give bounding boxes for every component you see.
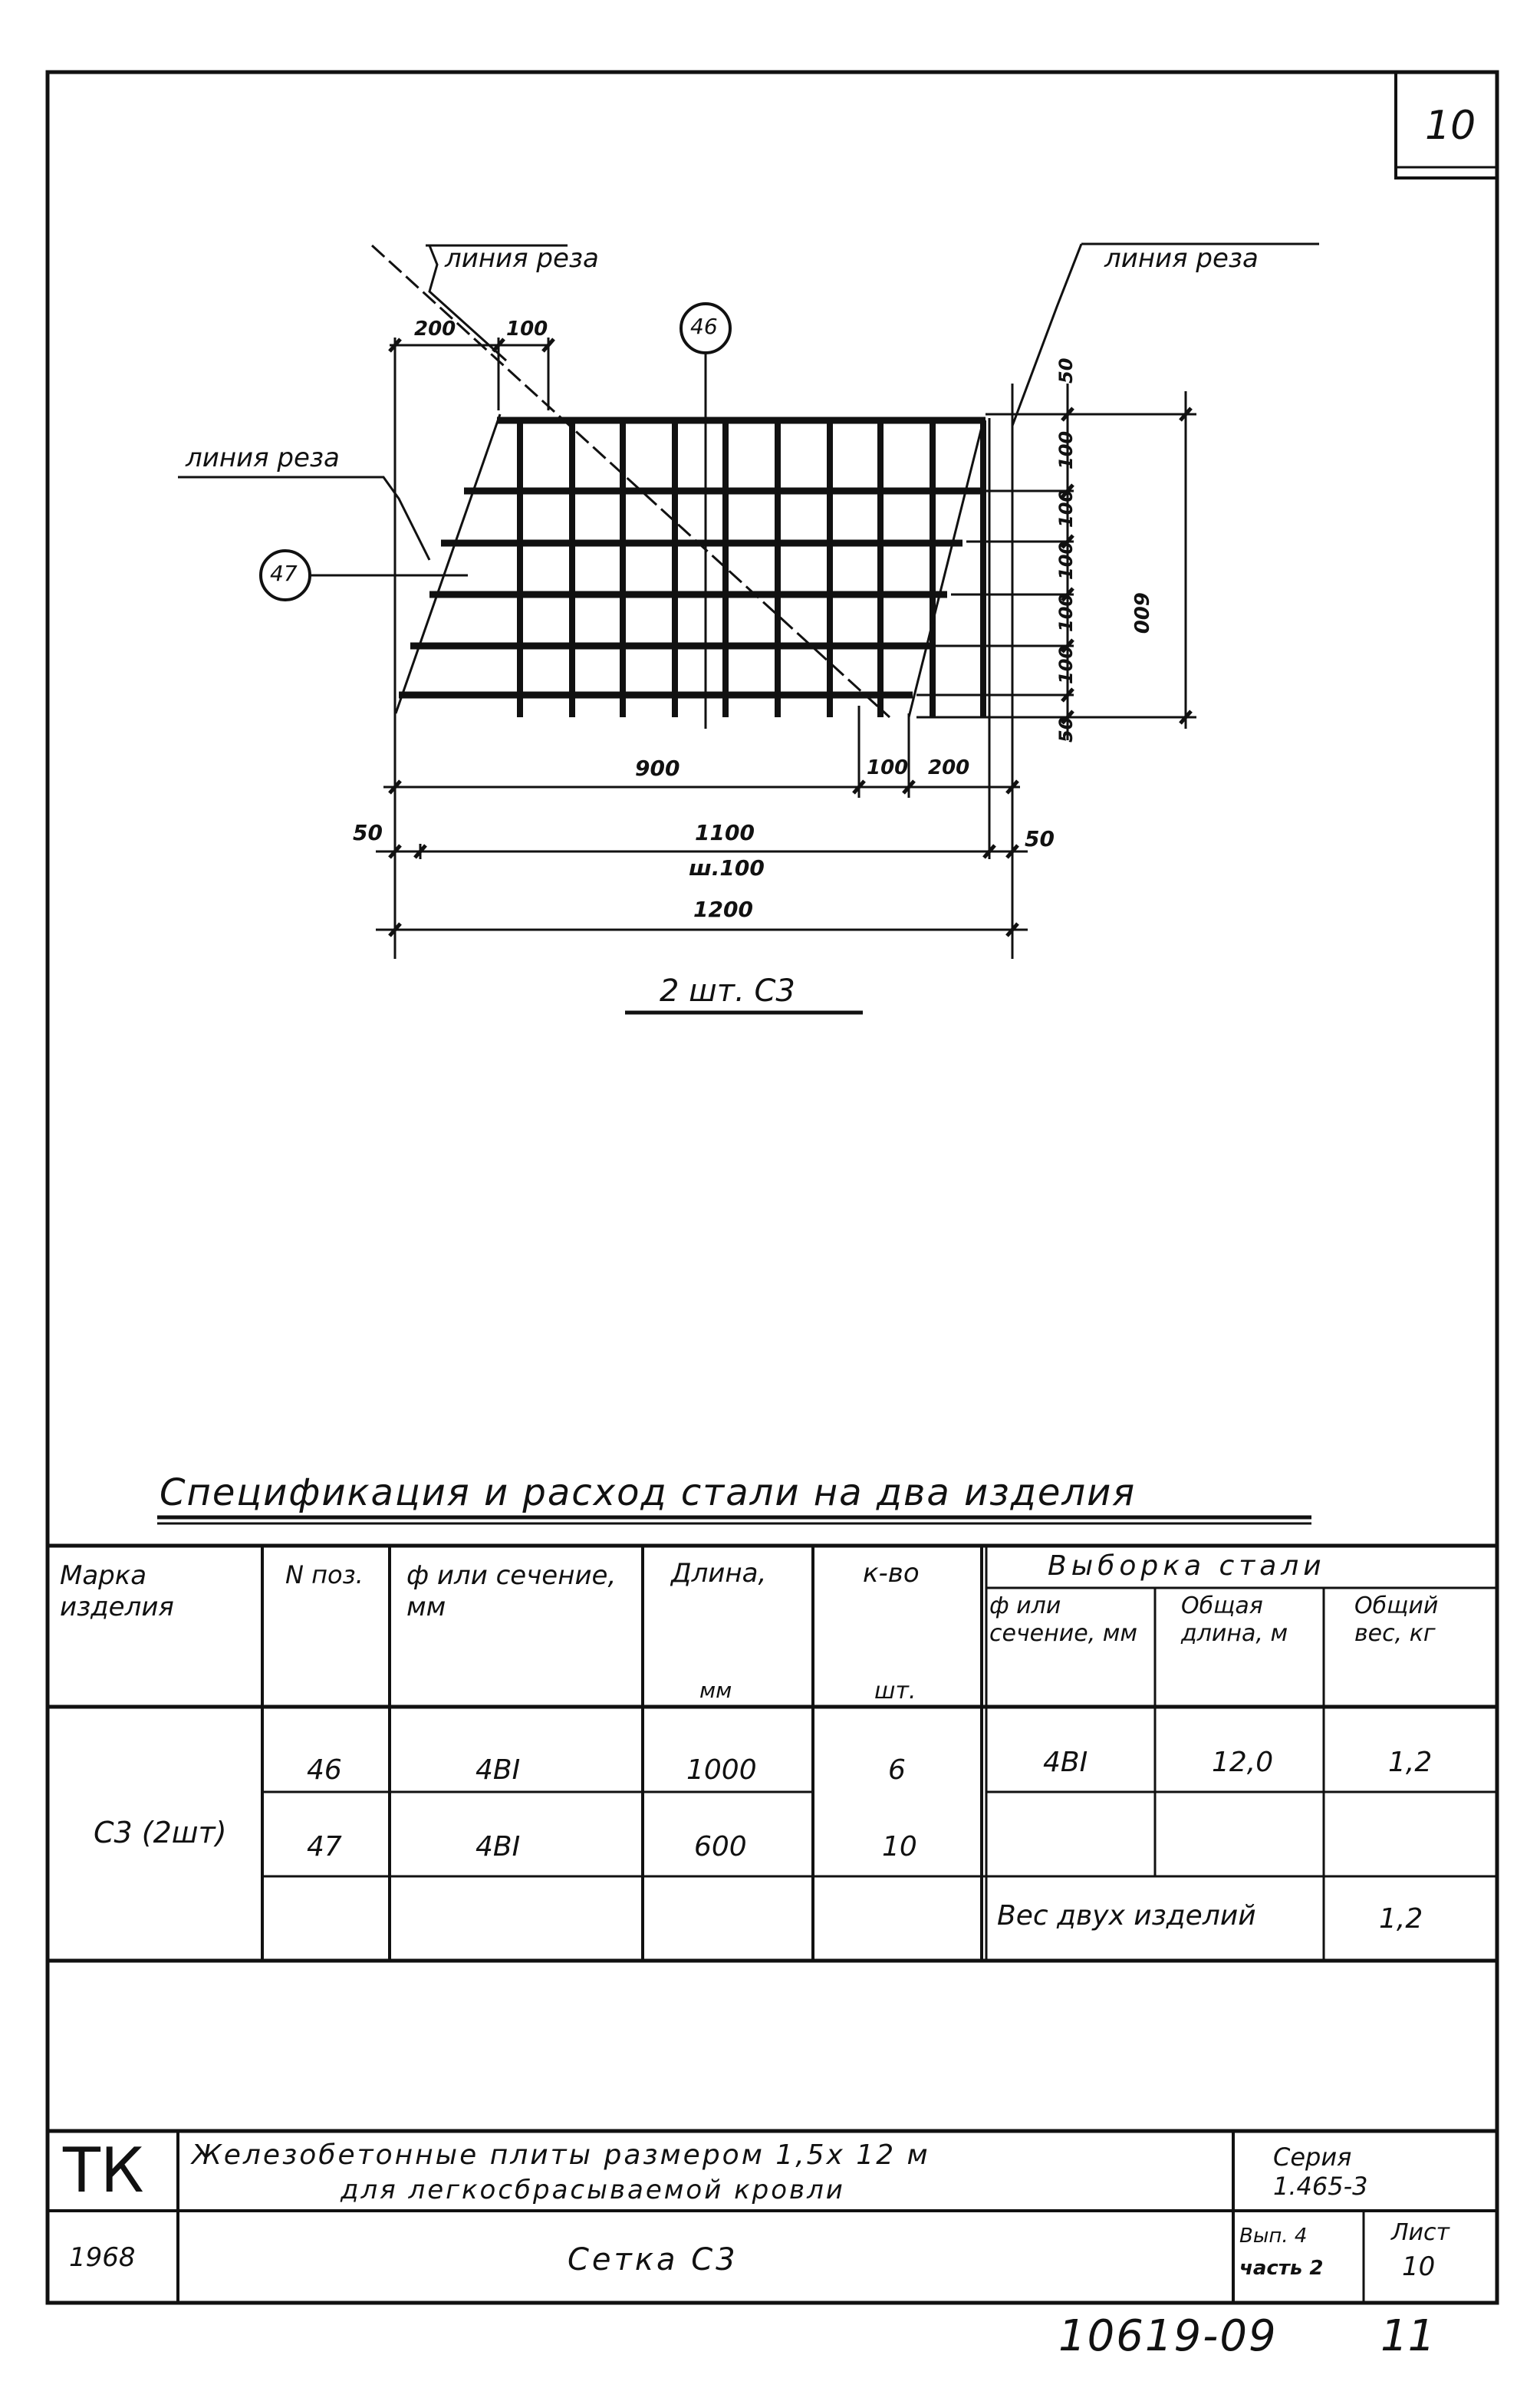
dimension-label: 100: [867, 756, 909, 779]
callout-46: 46: [690, 314, 718, 339]
header-pos: N поз.: [285, 1560, 364, 1589]
row-qty: 10: [882, 1831, 917, 1863]
selection-phi: 4ВI: [1043, 1747, 1088, 1778]
year: 1968: [69, 2242, 136, 2273]
row-pos: 46: [307, 1754, 342, 1786]
series-label: Серия: [1273, 2142, 1352, 2172]
selection-total-weight: 1,2: [1388, 1747, 1433, 1778]
dimension-label: 200: [928, 756, 970, 779]
cut-line-label: линия реза: [445, 243, 599, 274]
dimension-label: 600: [1129, 592, 1152, 634]
list-label: Лист: [1391, 2219, 1450, 2246]
header-sel-phi: ф или сечение, мм: [989, 1592, 1138, 1647]
row-length: 600: [694, 1831, 747, 1863]
dimension-label: 50: [353, 820, 383, 845]
header-length-unit: мм: [699, 1678, 732, 1703]
callout-47: 47: [270, 561, 298, 586]
cut-line-label: линия реза: [1104, 243, 1259, 274]
tk-mark: ТК: [63, 2135, 144, 2206]
selection-total-length: 12,0: [1212, 1747, 1274, 1778]
page-number: 11: [1380, 2311, 1436, 2361]
header-sel-total-weight: Общий вес, кг: [1354, 1592, 1439, 1647]
sheet-number: 10: [1425, 103, 1476, 149]
part: часть 2: [1239, 2257, 1324, 2280]
list-value: 10: [1402, 2251, 1436, 2282]
header-mark: Марка изделия: [60, 1560, 174, 1622]
title-block-lines: [48, 2129, 1497, 2303]
dimension-label: 100: [1055, 430, 1077, 469]
header-sel-total-length: Общая длина, м: [1181, 1592, 1288, 1647]
row-length: 1000: [686, 1754, 757, 1786]
cut-line-label: линия реза: [186, 443, 340, 473]
header-qty: к-во: [863, 1558, 920, 1589]
outer-frame: [45, 70, 1499, 2305]
title-line-1: Железобетонные плиты размером 1,5х 12 м: [192, 2139, 930, 2171]
row-pos: 47: [307, 1831, 342, 1863]
mark-value: С3 (2шт): [94, 1816, 227, 1849]
series-value: 1.465-3: [1273, 2172, 1368, 2201]
dimension-label: 100: [1055, 489, 1077, 528]
dimension-label: 100: [1055, 593, 1077, 632]
dimension-label: 50: [1025, 826, 1055, 851]
dimension-label: 50: [1055, 357, 1077, 384]
dimension-lines: [376, 338, 1196, 1015]
document-code: 10619-09: [1058, 2311, 1278, 2361]
mesh-drawing: [178, 242, 1319, 729]
dimension-label: 100: [1055, 645, 1077, 684]
spec-title: Спецификация и расход стали на два издел…: [160, 1471, 1137, 1514]
drawing-caption: 2 шт. С3: [660, 973, 795, 1009]
sheet-name: Сетка С3: [568, 2242, 739, 2277]
header-selection: Выборка стали: [1048, 1550, 1326, 1582]
issue: Вып. 4: [1239, 2225, 1308, 2248]
weight-value: 1,2: [1379, 1903, 1423, 1935]
dimension-label: 100: [506, 318, 548, 341]
spec-table-lines: [48, 1515, 1497, 1963]
weight-label: Вес двух изделий: [997, 1900, 1256, 1932]
dimension-label: 100: [1055, 541, 1077, 580]
title-line-2: для легкосбрасываемой кровли: [341, 2175, 845, 2205]
header-qty-unit: шт.: [874, 1678, 916, 1704]
dimension-label: ш.100: [689, 855, 765, 881]
row-phi: 4ВI: [475, 1754, 521, 1786]
dimension-label: 1200: [693, 897, 753, 922]
header-length: Длина,: [671, 1558, 767, 1589]
dimension-label: 1100: [695, 820, 755, 845]
dimension-label: 200: [414, 318, 456, 341]
row-qty: 6: [888, 1754, 906, 1786]
dimension-label: 50: [1055, 716, 1077, 743]
row-phi: 4ВI: [475, 1831, 521, 1863]
header-phi: ф или сечение, мм: [406, 1560, 617, 1622]
dimension-label: 900: [635, 756, 680, 781]
